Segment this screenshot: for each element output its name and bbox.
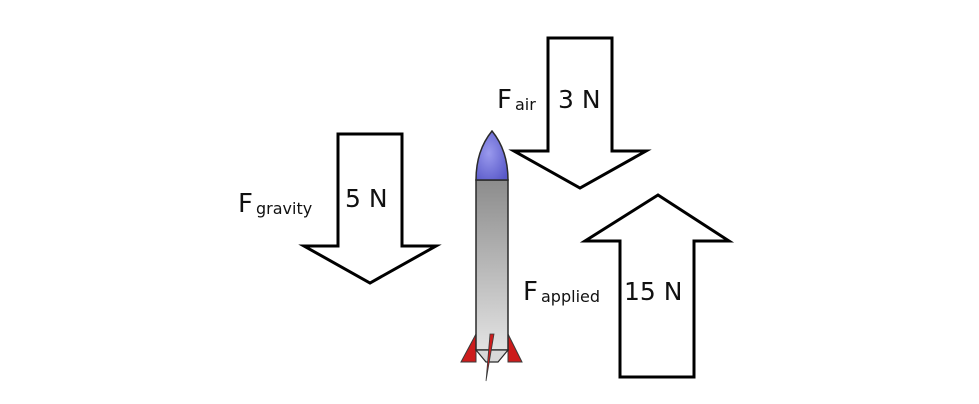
- gravity-subscript: gravity: [256, 199, 312, 218]
- applied-subscript: applied: [541, 287, 600, 306]
- gravity-arrow: [298, 132, 442, 285]
- applied-force: F applied 15 N: [523, 193, 735, 379]
- gravity-value: 5 N: [345, 184, 388, 213]
- air-subscript: air: [515, 95, 536, 114]
- rocket: [460, 129, 523, 382]
- applied-symbol: F: [523, 277, 538, 307]
- gravity-symbol: F: [238, 189, 253, 219]
- applied-value: 15 N: [624, 277, 682, 306]
- rocket-left-fin: [460, 333, 477, 363]
- air-value: 3 N: [558, 85, 601, 114]
- air-force: F air 3 N: [497, 36, 652, 190]
- rocket-center-fin: [485, 333, 495, 382]
- rocket-nose-cone: [475, 129, 509, 181]
- rocket-body: [475, 179, 509, 351]
- rocket-tail: [474, 349, 510, 363]
- air-symbol: F: [497, 85, 512, 115]
- applied-arrow: [579, 193, 735, 379]
- air-arrow: [508, 36, 652, 190]
- rocket-right-fin: [507, 333, 523, 363]
- gravity-force: F gravity 5 N: [238, 132, 442, 285]
